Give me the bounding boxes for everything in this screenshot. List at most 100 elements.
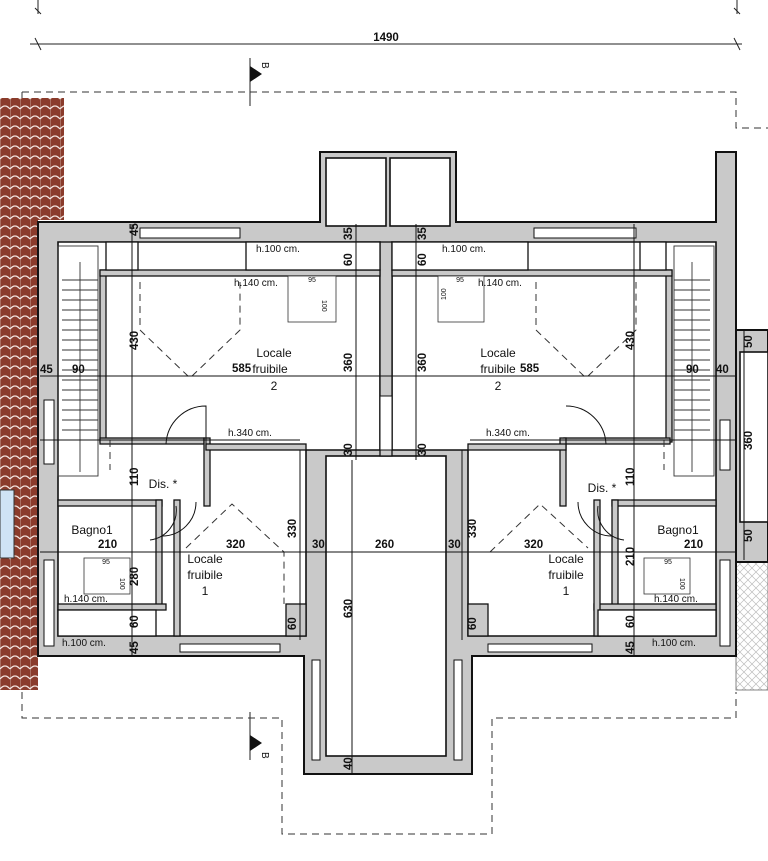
room-dis-left: Dis. * xyxy=(149,477,178,491)
overall-dimension-line: 1490 xyxy=(30,0,742,51)
svg-text:35: 35 xyxy=(417,227,429,240)
svg-text:630: 630 xyxy=(343,599,355,618)
svg-text:30: 30 xyxy=(417,443,429,456)
svg-text:B: B xyxy=(259,752,270,759)
svg-text:h.140 cm.: h.140 cm. xyxy=(478,278,522,289)
svg-text:100: 100 xyxy=(118,578,125,590)
svg-text:45: 45 xyxy=(625,641,637,654)
room-dis-right: Dis. * xyxy=(588,481,617,495)
svg-text:430: 430 xyxy=(129,331,141,350)
svg-text:40: 40 xyxy=(716,364,729,376)
room-bagno-left: Bagno1 xyxy=(71,523,113,537)
svg-text:fruibile: fruibile xyxy=(252,362,288,376)
svg-text:100: 100 xyxy=(320,300,327,312)
svg-text:60: 60 xyxy=(287,617,299,630)
svg-text:1: 1 xyxy=(202,584,209,598)
svg-text:50: 50 xyxy=(743,529,755,542)
svg-text:320: 320 xyxy=(524,539,543,551)
svg-text:Locale: Locale xyxy=(256,346,292,360)
svg-text:95: 95 xyxy=(456,277,464,284)
svg-text:280: 280 xyxy=(129,567,141,586)
svg-text:fruibile: fruibile xyxy=(480,362,516,376)
room-locale1-left: Locale fruibile 1 xyxy=(187,552,223,598)
svg-text:h.340 cm.: h.340 cm. xyxy=(486,428,530,439)
svg-text:45: 45 xyxy=(129,641,141,654)
windows xyxy=(43,227,731,761)
roof-outline-bottom xyxy=(21,92,737,835)
svg-text:360: 360 xyxy=(743,431,755,450)
svg-text:2: 2 xyxy=(495,379,502,393)
overall-dimension-label: 1490 xyxy=(373,32,399,44)
fixtures xyxy=(83,275,691,595)
terrace-hatch-right xyxy=(735,549,768,691)
section-marker-bottom: B xyxy=(249,712,270,760)
svg-text:90: 90 xyxy=(72,364,85,376)
svg-text:360: 360 xyxy=(417,353,429,372)
svg-text:330: 330 xyxy=(287,519,299,538)
svg-text:h.100 cm.: h.100 cm. xyxy=(442,244,486,255)
svg-text:210: 210 xyxy=(98,539,117,551)
room-locale2-right: Locale fruibile 2 xyxy=(480,346,516,393)
svg-text:60: 60 xyxy=(129,615,141,628)
height-annotations: h.100 cm. h.100 cm. h.140 cm. h.140 cm. … xyxy=(62,244,698,649)
svg-text:40: 40 xyxy=(343,757,355,770)
svg-text:260: 260 xyxy=(375,539,394,551)
ceiling-slope-lines xyxy=(109,282,665,604)
room-locale2-left: Locale fruibile 2 xyxy=(252,346,292,393)
svg-text:95: 95 xyxy=(102,559,110,566)
svg-text:95: 95 xyxy=(308,277,316,284)
svg-text:60: 60 xyxy=(467,617,479,630)
svg-text:h.140 cm.: h.140 cm. xyxy=(64,594,108,605)
svg-text:30: 30 xyxy=(312,539,325,551)
roof-outline xyxy=(22,91,768,129)
stairs-left xyxy=(57,245,99,477)
svg-text:Locale: Locale xyxy=(187,552,223,566)
svg-text:320: 320 xyxy=(226,539,245,551)
svg-text:h.340 cm.: h.340 cm. xyxy=(228,428,272,439)
fixture-labels: 95 95 95 95 100 100 100 100 xyxy=(102,277,685,590)
svg-text:330: 330 xyxy=(467,519,479,538)
svg-text:2: 2 xyxy=(271,379,278,393)
svg-text:110: 110 xyxy=(129,467,141,486)
svg-text:210: 210 xyxy=(684,539,703,551)
svg-text:60: 60 xyxy=(625,615,637,628)
svg-text:fruibile: fruibile xyxy=(548,568,584,582)
section-marker-top: B xyxy=(249,58,270,106)
svg-text:Locale: Locale xyxy=(548,552,584,566)
svg-text:h.140 cm.: h.140 cm. xyxy=(654,594,698,605)
svg-text:100: 100 xyxy=(441,288,448,300)
svg-text:45: 45 xyxy=(129,223,141,236)
svg-text:h.100 cm.: h.100 cm. xyxy=(62,638,106,649)
dimension-lines xyxy=(40,224,745,774)
svg-text:60: 60 xyxy=(343,253,355,266)
svg-text:30: 30 xyxy=(343,443,355,456)
svg-text:45: 45 xyxy=(40,364,53,376)
svg-text:50: 50 xyxy=(743,335,755,348)
room-bagno-right: Bagno1 xyxy=(657,523,699,537)
dimension-labels-vertical: 45 430 110 280 60 45 35 60 360 30 35 60 … xyxy=(129,223,755,770)
svg-text:B: B xyxy=(259,62,270,69)
svg-text:90: 90 xyxy=(686,364,699,376)
partitions xyxy=(57,241,717,637)
stairs-right xyxy=(673,245,715,477)
svg-text:360: 360 xyxy=(343,353,355,372)
svg-text:585: 585 xyxy=(520,363,540,375)
svg-text:110: 110 xyxy=(625,467,637,486)
svg-text:60: 60 xyxy=(417,253,429,266)
svg-text:fruibile: fruibile xyxy=(187,568,223,582)
svg-text:95: 95 xyxy=(664,559,672,566)
svg-text:430: 430 xyxy=(625,331,637,350)
room-locale1-right: Locale fruibile 1 xyxy=(548,552,584,598)
svg-text:100: 100 xyxy=(678,578,685,590)
svg-text:1: 1 xyxy=(563,584,570,598)
svg-text:h.140 cm.: h.140 cm. xyxy=(234,278,278,289)
svg-text:210: 210 xyxy=(625,547,637,566)
svg-text:Locale: Locale xyxy=(480,346,516,360)
svg-text:h.100 cm.: h.100 cm. xyxy=(652,638,696,649)
svg-text:585: 585 xyxy=(232,363,252,375)
dimension-labels-horizontal: 45 90 585 585 90 40 210 320 30 260 30 32… xyxy=(40,363,729,551)
svg-text:h.100 cm.: h.100 cm. xyxy=(256,244,300,255)
svg-text:30: 30 xyxy=(448,539,461,551)
roof-tiles-left xyxy=(0,98,64,690)
